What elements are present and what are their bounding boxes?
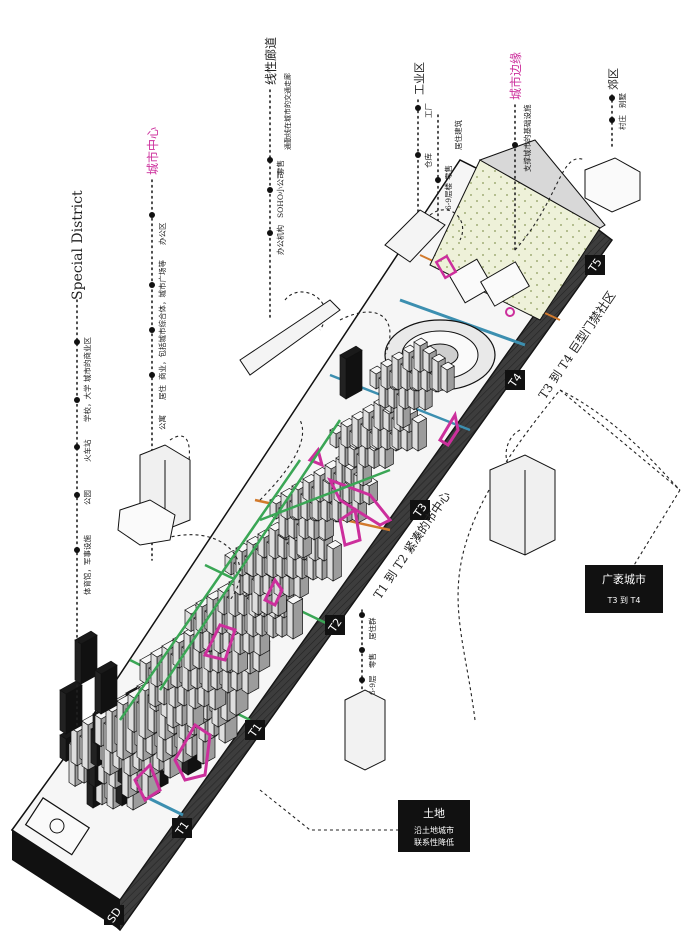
sprawl-title: 广袤城市 bbox=[602, 572, 646, 586]
callout-t1-block: 居住群 零售 6-9层 bbox=[367, 617, 377, 695]
industrial-item-1: 工厂 bbox=[424, 103, 433, 118]
land-line-2: 联系性降低 bbox=[414, 837, 454, 847]
zone-tag-t4: T4 bbox=[505, 370, 525, 390]
city-edge-item-1: 支撑城市的基础设施 bbox=[522, 104, 532, 172]
t3-block-item-1: 居住建筑 bbox=[453, 120, 463, 150]
callout-linear-corridor: 线性廊道 通勤线在城市的交通走廊 零售 SOHO小公司 办公机构 bbox=[263, 37, 292, 255]
callout-connectors bbox=[159, 158, 681, 831]
zone-tag-sd: SD bbox=[104, 905, 124, 925]
city-center-item-1: 办公区 bbox=[157, 222, 167, 245]
callout-special-district: Special District 城市的商业区 学校，大学 火车站 公园 体育馆… bbox=[70, 190, 92, 595]
highlighted-parcels bbox=[133, 410, 460, 803]
zone-tags: SD T1 T1 T2 T3 T4 T5 bbox=[104, 255, 605, 925]
zone-tag-t1: T1 bbox=[172, 818, 192, 838]
land-box: 土地 沿土地城市 联系性降低 bbox=[398, 800, 470, 852]
callout-city-center: 城市中心 办公区 商业，包括城市综合体，城市广场等 居住 公寓 bbox=[145, 127, 167, 430]
linear-corridor-item-3: SOHO小公司 bbox=[276, 172, 285, 218]
land-line-1: 沿土地城市 bbox=[414, 825, 454, 835]
industrial-title: 工业区 bbox=[413, 62, 426, 95]
callout-city-edge: 城市边缘 支撑城市的基础设施 bbox=[508, 52, 532, 172]
city-center-item-3: 居住 bbox=[157, 385, 167, 400]
sprawl-box: 广袤城市 T3 到 T4 bbox=[585, 565, 663, 613]
sports-field bbox=[24, 797, 91, 856]
zone-tag-t2: T2 bbox=[325, 615, 345, 635]
park-zone bbox=[429, 139, 606, 321]
suburb-item-1: 别墅 bbox=[617, 93, 627, 108]
special-district-item-5: 体育馆，军事设施 bbox=[82, 535, 92, 595]
special-district-item-1: 城市的商业区 bbox=[82, 337, 92, 382]
t1-block-item-3: 6-9层 bbox=[368, 675, 377, 695]
city-center-item-2: 商业，包括城市综合体，城市广场等 bbox=[157, 260, 167, 380]
city-center-item-4: 公寓 bbox=[157, 415, 167, 430]
suburb-item-2: 村庄 bbox=[617, 115, 627, 130]
zone-tag-t5: T5 bbox=[585, 255, 605, 275]
linear-corridor-item-2: 零售 bbox=[275, 160, 285, 175]
special-district-item-2: 学校，大学 bbox=[82, 384, 92, 422]
callout-buildings bbox=[117, 157, 641, 771]
zone-tag-t3: T3 bbox=[410, 500, 430, 520]
special-district-title: Special District bbox=[70, 190, 86, 300]
green-corridors bbox=[118, 419, 391, 721]
special-district-item-4: 公园 bbox=[83, 490, 92, 505]
city-center-title: 城市中心 bbox=[145, 127, 160, 175]
t3-block-item-3: 6-9层楼 bbox=[443, 182, 453, 210]
callout-industrial: 工业区 工厂 仓库 居住建筑 零售 6-9层楼 bbox=[413, 62, 463, 210]
t1-block-item-2: 零售 bbox=[367, 653, 377, 668]
linear-corridor-item-4: 办公机构 bbox=[275, 225, 285, 255]
t1-block-item-1: 居住群 bbox=[367, 617, 377, 640]
industrial-item-2: 仓库 bbox=[423, 153, 433, 168]
land-title: 土地 bbox=[423, 807, 445, 820]
suburb-title: 郊区 bbox=[607, 68, 620, 90]
sprawl-subtitle: T3 到 T4 bbox=[606, 596, 640, 605]
zone-tag-t1b: T1 bbox=[245, 720, 265, 740]
callout-suburb: 郊区 别墅 村庄 bbox=[607, 68, 627, 130]
t3-block-item-2: 零售 bbox=[443, 165, 453, 180]
special-district-item-3: 火车站 bbox=[82, 439, 92, 462]
linear-corridor-title: 线性廊道 bbox=[263, 37, 278, 85]
city-edge-title: 城市边缘 bbox=[508, 52, 523, 100]
linear-corridor-item-1: 通勤线在城市的交通走廊 bbox=[283, 73, 292, 150]
callout-leaders bbox=[74, 89, 615, 726]
